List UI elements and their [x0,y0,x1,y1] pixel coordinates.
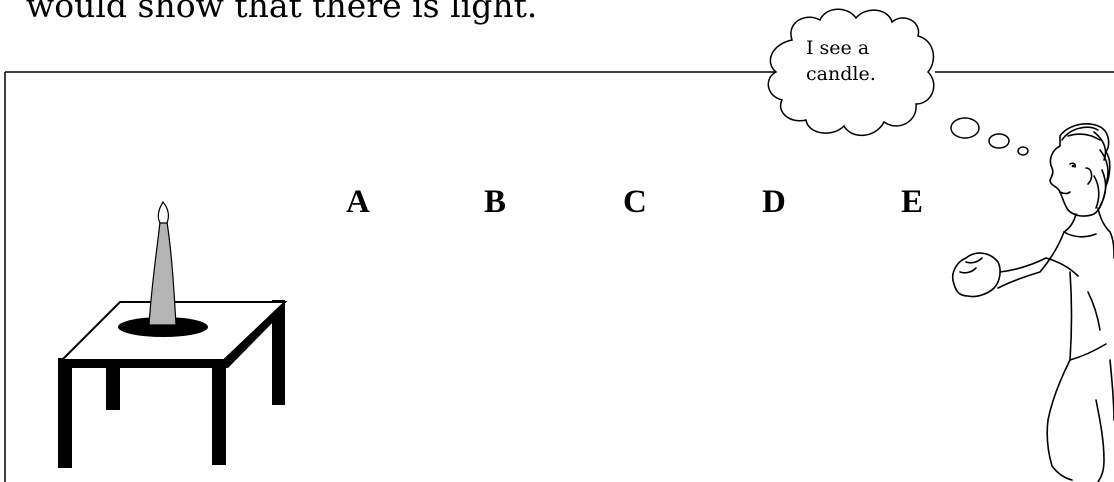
position-label-d: D [762,184,786,220]
thought-dot-medium [989,134,1009,148]
position-labels: A B C D E [346,184,923,220]
table-leg-back-left [106,362,120,410]
observer-fist [953,253,1000,296]
candle-flame [158,202,168,223]
table-leg-front-right [212,358,226,465]
table-top-front-edge [58,360,228,368]
candle-body [149,222,176,325]
thought-dot-large [951,118,979,138]
position-label-c: C [623,184,647,220]
thought-dot-small [1018,147,1028,155]
thought-text-line2: candle. [806,63,876,85]
thought-bubble: I see a candle. [768,9,1028,155]
position-label-e: E [901,184,923,220]
position-label-a: A [346,184,370,220]
position-label-b: B [484,184,506,220]
table-leg-front-left [58,358,72,468]
observer-figure [953,124,1114,482]
thought-text-line1: I see a [806,37,869,59]
